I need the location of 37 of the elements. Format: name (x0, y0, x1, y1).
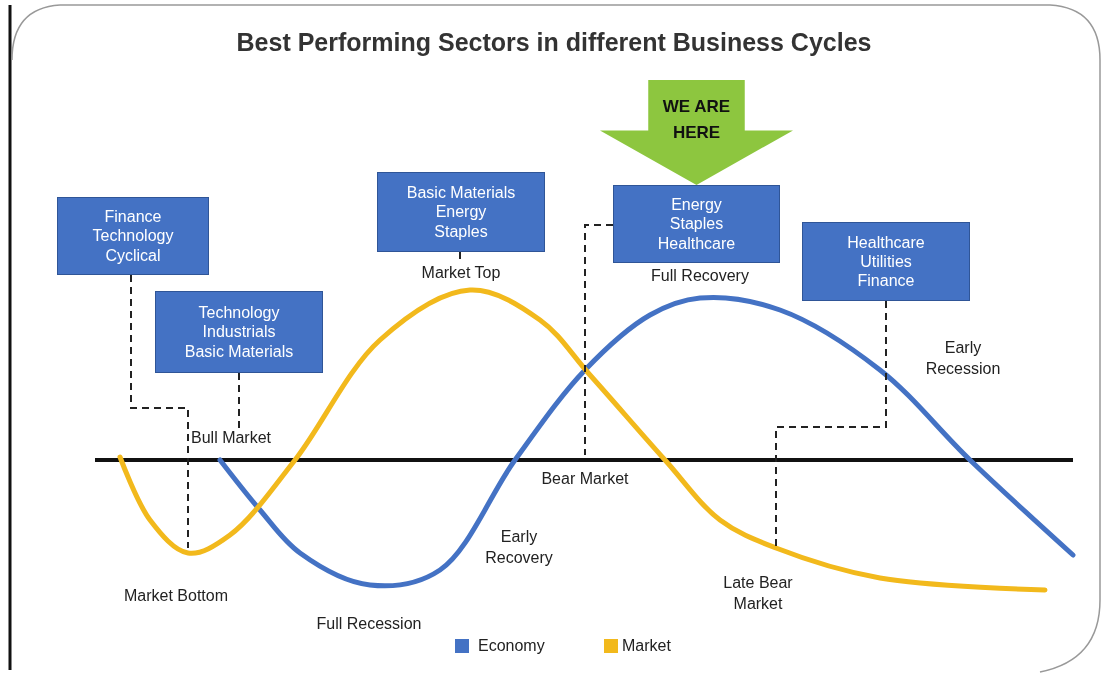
leader-line (238, 372, 240, 429)
sector-name: Energy (671, 195, 722, 215)
sector-name: Healthcare (847, 232, 925, 252)
phase-label: Late Bear Market (723, 574, 793, 612)
sector-name: Finance (104, 207, 162, 227)
sector-box (613, 185, 780, 263)
phase-label: Market Top (411, 263, 511, 284)
sector-name: Technology (198, 303, 280, 323)
leader-line (130, 274, 189, 549)
sector-name: Cyclical (105, 245, 161, 265)
sector-name: Industrials (202, 322, 276, 342)
sector-box (377, 172, 545, 252)
leader-line (775, 300, 887, 549)
sector-box (802, 222, 970, 301)
sector-name: Energy (435, 202, 487, 222)
phase-label: Early Recovery (485, 528, 553, 566)
sector-name: Finance (857, 271, 915, 291)
down-arrow-callout (600, 80, 793, 185)
leader-line (584, 224, 614, 456)
phase-label: Early Recession (925, 339, 1001, 377)
phase-label: Bear Market (541, 470, 629, 487)
sector-name: Utilities (860, 251, 912, 272)
legend-label: Economy (478, 637, 545, 654)
title: Best Performing Sectors in different Business Cycles (236, 28, 872, 56)
sector-name: Technology (92, 226, 174, 246)
phase-label: Market Bottom (124, 587, 228, 604)
sector-name: Basic Materials (406, 183, 516, 203)
sector-box (57, 197, 209, 275)
legend-label: Market (622, 637, 671, 654)
phase-label: Bull Market (191, 428, 291, 449)
sector-name: Basic Materials (184, 341, 294, 361)
sector-name: Healthcare (657, 233, 736, 253)
sector-name: Staples (434, 221, 488, 241)
phase-label: Full Recession (316, 615, 422, 632)
callout-text: WE ARE HERE (662, 97, 731, 142)
sector-name: Staples (669, 214, 724, 234)
sector-box (155, 291, 323, 373)
